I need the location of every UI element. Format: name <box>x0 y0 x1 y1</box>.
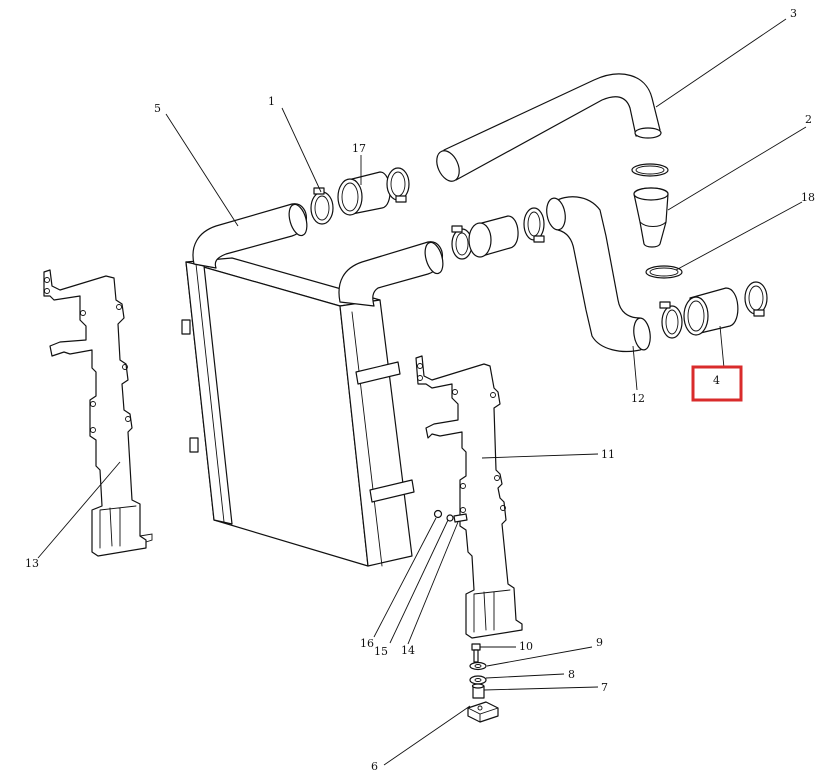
callout-7: 7 <box>601 681 608 694</box>
washer-part-9 <box>469 661 487 671</box>
callout-6: 6 <box>371 760 378 773</box>
fasteners-14-15-16 <box>433 509 468 523</box>
hose-part-4-assembly <box>659 281 768 339</box>
right-bracket-part-11 <box>415 355 523 639</box>
callout-5: 5 <box>154 102 161 115</box>
highlight-box <box>691 365 743 402</box>
bolt-part-10 <box>471 643 481 663</box>
callout-1: 1 <box>268 95 275 108</box>
center-hose-assembly <box>451 207 545 260</box>
clamp-part-18 <box>645 265 683 279</box>
callout-3: 3 <box>790 7 797 20</box>
left-bracket-part-13 <box>43 269 153 557</box>
pipe-part-5 <box>192 203 308 269</box>
hose-part-17 <box>337 171 391 216</box>
pipe-part-12 <box>546 196 651 353</box>
leader-lines <box>37 18 807 766</box>
washer-part-8 <box>469 675 487 685</box>
callout-labels: 1 2 3 4 5 6 7 8 9 10 11 12 13 14 15 16 1… <box>25 7 815 773</box>
callout-4: 4 <box>713 374 720 387</box>
bushing-part-7 <box>471 683 485 699</box>
callout-8: 8 <box>568 668 575 681</box>
clamp-near-17 <box>386 167 410 203</box>
callout-11: 11 <box>601 448 615 461</box>
callout-17: 17 <box>352 142 366 155</box>
callout-14: 14 <box>401 644 415 657</box>
callout-9: 9 <box>596 636 603 649</box>
center-pipe <box>338 241 444 307</box>
callout-12: 12 <box>631 392 645 405</box>
callout-10: 10 <box>519 640 533 653</box>
callout-13: 13 <box>25 557 39 570</box>
clamp-below-3 <box>631 163 669 177</box>
callout-16: 16 <box>360 637 374 650</box>
callout-18: 18 <box>801 191 815 204</box>
callout-15: 15 <box>374 645 388 658</box>
pipe-part-3 <box>436 73 662 182</box>
callout-2: 2 <box>805 113 812 126</box>
pad-part-6 <box>467 701 499 723</box>
clamp-part-1 <box>310 187 334 225</box>
intercooler-core <box>181 257 415 567</box>
reducer-part-2 <box>633 187 669 248</box>
